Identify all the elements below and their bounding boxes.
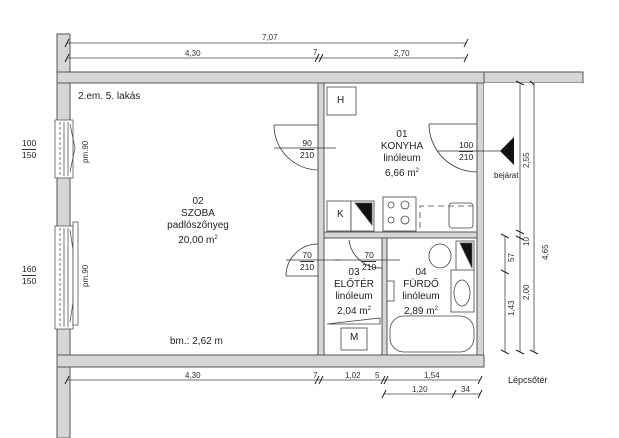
area-unit: 2	[434, 306, 438, 312]
dim-top-1: 4,30	[185, 49, 201, 58]
stairwell-label: Lépcsőtér	[508, 375, 548, 385]
room-floor: linóleum	[402, 291, 440, 302]
sink	[448, 202, 474, 229]
meter-box	[340, 327, 368, 351]
door-width: 70	[364, 250, 374, 260]
room-area: 20,00 m	[178, 235, 215, 246]
door-height: 210	[459, 151, 474, 162]
ceiling-height: bm.: 2,62 m	[170, 336, 223, 347]
door-swing-szoba-konyha	[273, 124, 319, 171]
window-2	[54, 221, 79, 330]
door-swing-entrance	[428, 123, 478, 173]
room-name: KONYHA	[380, 141, 424, 152]
door-height: 210	[300, 149, 315, 160]
apartment-title: 2.em. 5. lakás	[78, 91, 141, 102]
area-unit: 2	[214, 235, 218, 241]
dim-bottom-3: 1,02	[345, 371, 361, 380]
room-szoba: 02 SZOBA padlószőnyeg 20,00 m2	[167, 196, 229, 247]
dim-bottom-5: 1,54	[424, 371, 440, 380]
window-width: 100	[22, 138, 37, 148]
door-height: 210	[300, 261, 315, 272]
room-konyha: 01 KONYHA linóleum 6,66 m2	[381, 129, 423, 180]
window-height: 150	[22, 149, 37, 160]
dim-right-inner-2: 1,43	[507, 300, 516, 316]
window-height: 150	[22, 275, 37, 286]
room-floor: linóleum	[383, 153, 421, 164]
room-name: FÜRDŐ	[403, 279, 439, 290]
dim-right-inner-1: 57	[507, 253, 516, 262]
stove	[382, 196, 417, 232]
door-width: 90	[302, 138, 312, 148]
room-name: ELŐTÉR	[333, 279, 375, 290]
area-unit: 2	[367, 306, 371, 312]
door-swing-szoba-eloter	[285, 243, 319, 277]
door-width: 70	[302, 250, 312, 260]
window-sill-1: pm.90	[81, 140, 90, 163]
room-furdo: 04 FÜRDŐ linóleum 2,89 m2	[402, 267, 439, 318]
room-number: 02	[192, 196, 204, 207]
window-width: 160	[22, 264, 37, 274]
area-unit: 2	[415, 168, 419, 174]
room-area: 2,04 m	[337, 306, 368, 317]
door-height: 210	[362, 261, 377, 272]
room-number: 03	[348, 267, 360, 278]
room-floor: padlószőnyeg	[167, 220, 229, 231]
chimney-box	[326, 86, 357, 116]
room-number: 01	[396, 129, 408, 140]
dim-bottom-1: 4,30	[185, 371, 201, 380]
window-1	[54, 119, 76, 179]
door-width: 100	[459, 140, 474, 150]
dim-right-mid-2: 10	[522, 237, 531, 246]
dim-top-2: 7	[313, 48, 318, 57]
room-number: 04	[415, 267, 427, 278]
dim-bottom-sub-1: 1,20	[412, 385, 428, 394]
room-floor: linóleum	[335, 291, 373, 302]
room-name: SZOBA	[181, 208, 215, 219]
bathtub	[389, 315, 475, 353]
room-area: 6,66 m	[385, 168, 416, 179]
dim-right-mid-3: 2,00	[522, 284, 531, 300]
dim-top-3: 2,70	[394, 49, 410, 58]
dim-bottom-2: 7	[313, 371, 318, 380]
chimney-label: H	[337, 95, 345, 106]
dimension-lines	[64, 38, 539, 399]
dim-right-mid-1: 2,55	[522, 152, 531, 168]
room-area: 2,89 m	[404, 306, 435, 317]
toilet	[428, 243, 452, 269]
room-eloter: 03 ELŐTÉR linóleum 2,04 m2	[334, 267, 374, 318]
window-sill-2: pm.90	[81, 264, 90, 287]
dim-bottom-sub-2: 34	[461, 385, 470, 394]
dim-bottom-4: 5	[375, 371, 380, 380]
meter-label: M	[350, 332, 359, 343]
entrance-arrow-icon	[500, 137, 514, 165]
entrance-label: bejárat	[494, 171, 519, 180]
kitchen-unit-label: K	[337, 209, 344, 220]
dim-top-total: 7,07	[262, 33, 278, 42]
dim-right-outer: 4,65	[541, 244, 550, 260]
